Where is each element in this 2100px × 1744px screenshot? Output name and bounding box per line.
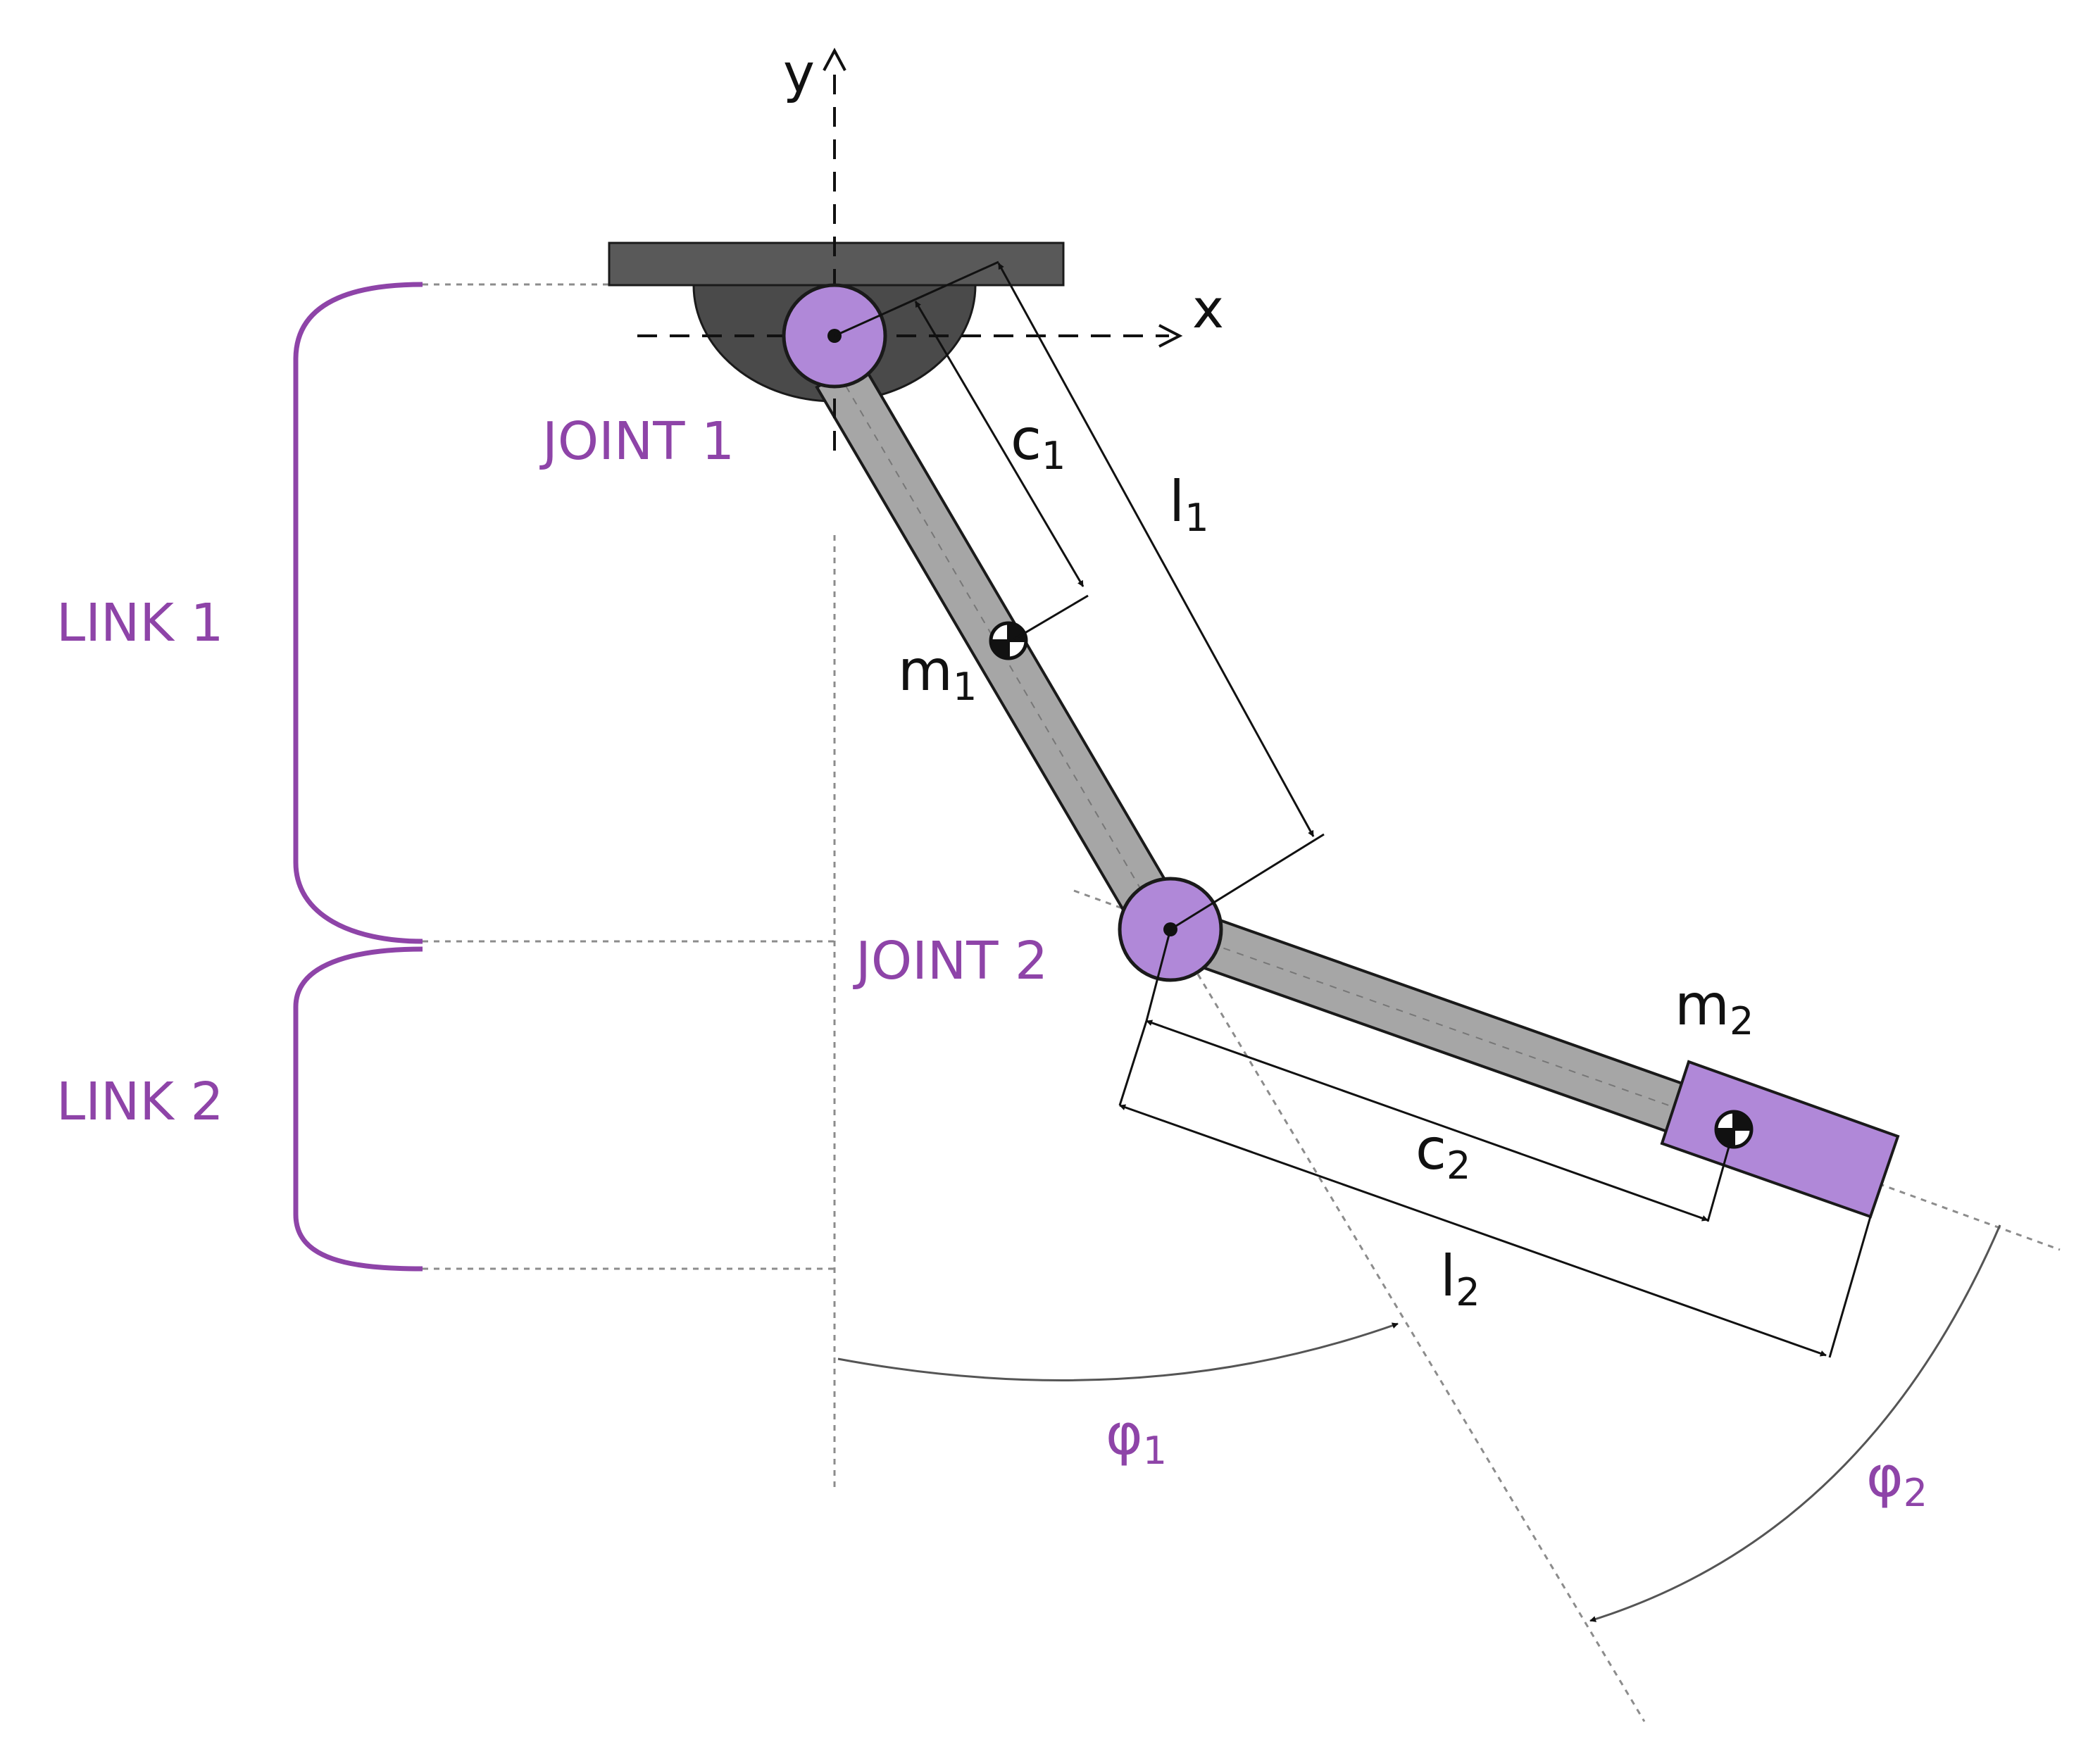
l2-dimension-arrow	[1119, 1104, 1827, 1357]
c1-label: c1	[1011, 407, 1065, 478]
c2-extension-line-start	[1145, 929, 1172, 1022]
link2-body	[1161, 903, 1711, 1143]
link2-brace	[293, 946, 423, 1272]
y-axis-arrowhead	[823, 47, 846, 71]
m1-center-of-mass-icon	[989, 621, 1028, 660]
phi1-angle-arc	[837, 1322, 1399, 1381]
base-plate	[608, 241, 1065, 287]
link1-brace	[293, 282, 423, 944]
end-mass-block	[1660, 1060, 1900, 1219]
joint1-label: JOINT 1	[539, 411, 735, 472]
m1-label: m1	[898, 638, 977, 709]
x-axis-label: x	[1192, 277, 1224, 340]
c2-label: c2	[1415, 1117, 1470, 1188]
l1-extension-line-start	[834, 261, 999, 337]
y-axis-label: y	[783, 42, 815, 104]
link2-label: LINK 2	[56, 1072, 224, 1132]
c1-extension-line-end	[1013, 594, 1089, 641]
phi2-label: φ2	[1866, 1444, 1927, 1515]
l1-label: l1	[1169, 469, 1209, 540]
l1-extension-line-end	[1170, 833, 1325, 931]
m2-label: m2	[1675, 972, 1754, 1043]
joint2-label: JOINT 2	[853, 931, 1048, 991]
phi1-label: φ1	[1106, 1402, 1167, 1473]
l2-extension-line-start	[1118, 1020, 1148, 1106]
l2-extension-line-end	[1828, 1216, 1872, 1358]
l2-label: l2	[1440, 1243, 1480, 1315]
link1-label: LINK 1	[56, 593, 224, 653]
l1-dimension-arrow	[997, 263, 1315, 837]
phi2-angle-arc	[1589, 1224, 2001, 1622]
